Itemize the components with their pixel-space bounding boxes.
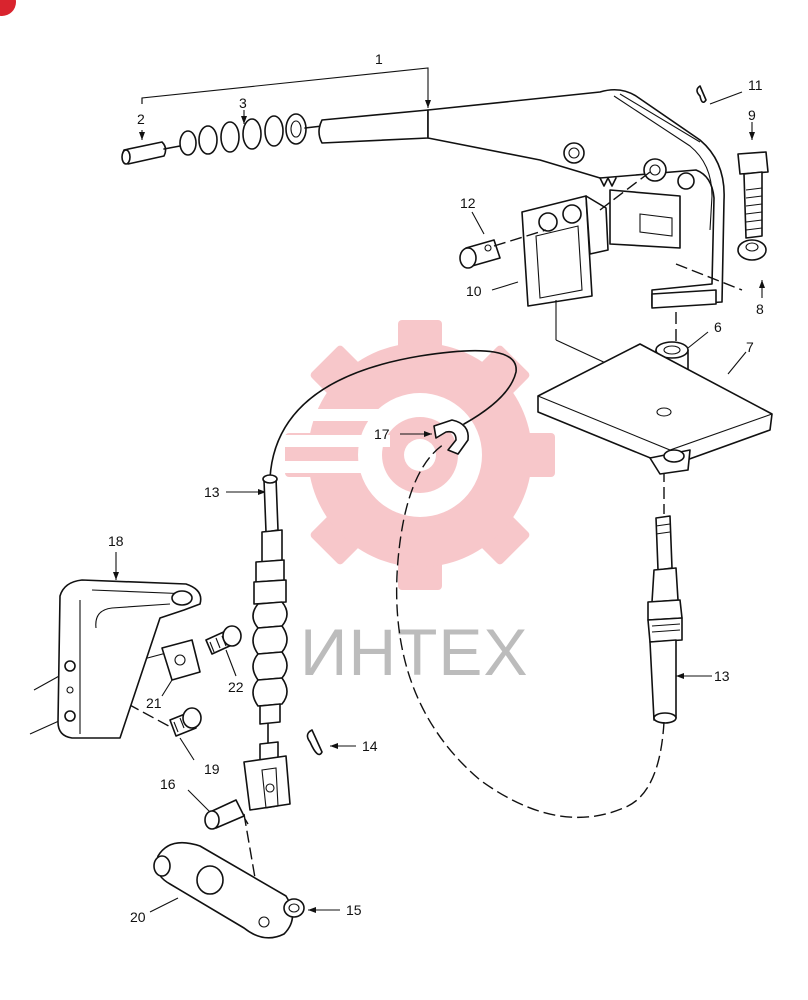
- callout-16: 16: [160, 776, 176, 792]
- clevis-bracket-10: [521, 195, 609, 307]
- callout-20: 20: [130, 909, 146, 925]
- callout-14: 14: [362, 738, 378, 754]
- washer-15: [283, 898, 305, 918]
- callout-19: 19: [204, 761, 220, 777]
- clevis-end: [243, 755, 291, 811]
- corner-badge: [0, 0, 16, 16]
- cable-wire-upper: [269, 349, 517, 479]
- watermark-text: ИНТЕХ: [300, 615, 528, 689]
- callout-1: 1: [375, 51, 383, 67]
- pin-16: [204, 799, 245, 830]
- callout-13-right: 13: [714, 668, 730, 684]
- callout-21: 21: [146, 695, 162, 711]
- plate-21: [161, 639, 201, 681]
- callout-22: 22: [228, 679, 244, 695]
- screw-19: [169, 707, 202, 737]
- callout-3: 3: [239, 95, 247, 111]
- screw-22: [205, 625, 242, 655]
- callout-9: 9: [748, 107, 756, 123]
- callout-8: 8: [756, 301, 764, 317]
- callout-labels: 1 2 3 6 7 8 9 10 11 12 13 13 14 15 16 17…: [108, 51, 764, 925]
- callout-10: 10: [466, 283, 482, 299]
- bracket-20: [153, 841, 294, 939]
- pin-12: [459, 239, 501, 269]
- bracket-18: [57, 579, 202, 739]
- callout-17: 17: [374, 426, 390, 442]
- clip-17: [433, 419, 469, 455]
- plate-7: [537, 343, 773, 475]
- callout-18: 18: [108, 533, 124, 549]
- callout-7: 7: [746, 339, 754, 355]
- callout-leaders: [113, 67, 765, 913]
- callout-6: 6: [714, 319, 722, 335]
- callout-2: 2: [137, 111, 145, 127]
- cable-wire-loop: [395, 443, 665, 819]
- callout-12: 12: [460, 195, 476, 211]
- callout-11: 11: [748, 77, 763, 93]
- bolt-9: [737, 151, 769, 239]
- cable-13-left: [252, 474, 288, 761]
- washer-8: [737, 239, 767, 261]
- cotter-pin-14: [306, 729, 323, 756]
- lever-assembly: [121, 88, 725, 309]
- callout-15: 15: [346, 902, 362, 918]
- callout-13-left: 13: [204, 484, 220, 500]
- cable-13-right: [647, 515, 683, 724]
- cotter-pin-11: [696, 85, 707, 104]
